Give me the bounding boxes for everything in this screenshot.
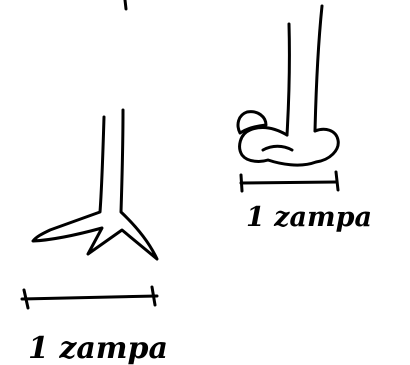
paw-leg-left-line xyxy=(287,24,289,135)
paw-leg-drawing xyxy=(238,6,338,165)
paw-leg-right-line xyxy=(315,6,322,131)
right-caption: 1 zampa xyxy=(246,202,372,233)
left-caption: 1 zampa xyxy=(28,331,168,365)
paw-toe-inner xyxy=(263,146,292,150)
left-measure-line xyxy=(22,296,157,299)
left-measure-tick-start xyxy=(24,290,28,308)
top-stroke-fragment xyxy=(125,0,126,9)
paw-outline xyxy=(240,128,339,166)
bird-leg-left-line xyxy=(33,110,157,259)
bird-foot-drawing xyxy=(33,110,157,259)
left-measure-tick-end xyxy=(152,287,155,305)
right-measure-line xyxy=(241,182,337,183)
left-measure-bar xyxy=(22,287,157,308)
right-measure-tick-start xyxy=(241,175,242,191)
right-measure-bar xyxy=(241,172,338,191)
right-measure-tick-end xyxy=(336,172,338,190)
